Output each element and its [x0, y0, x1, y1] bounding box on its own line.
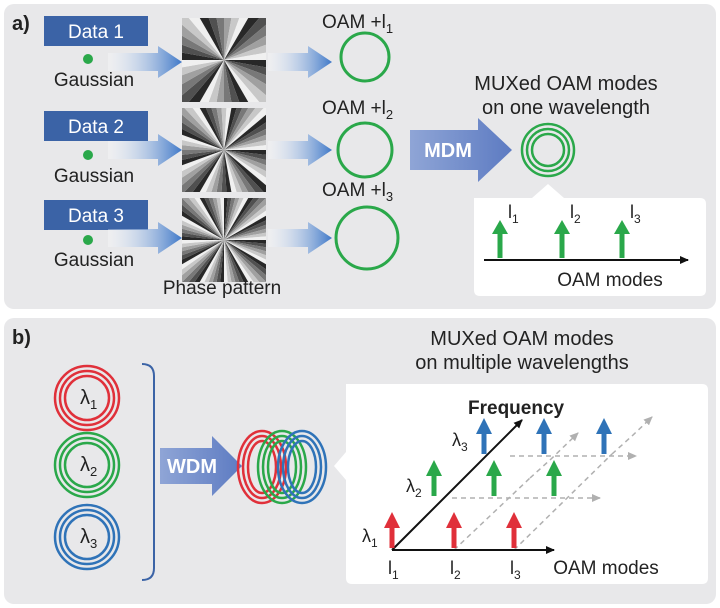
data-label: Data 1 [68, 22, 124, 43]
row-2: Data 2 Gaussian OAM +l2 [44, 98, 394, 192]
tick-label: l3 [630, 202, 641, 226]
oam-label: OAM +l2 [322, 98, 393, 122]
tick-label: l2 [570, 202, 581, 226]
title-a-line1: MUXed OAM modes [474, 73, 657, 95]
beam-arrow [108, 46, 182, 78]
title-a-line2: on one wavelength [482, 97, 650, 119]
green-mode-arrow [426, 460, 442, 496]
red-mode-arrow [384, 512, 400, 548]
lambda-ring-3 [53, 503, 121, 571]
wdm-label: WDM [167, 456, 217, 478]
l-axis-label: l3 [510, 558, 521, 582]
muxed-oam-rings [520, 122, 576, 178]
gaussian-dot [83, 235, 93, 245]
gaussian-dot [83, 150, 93, 160]
oam-label: OAM +l3 [322, 180, 393, 204]
title-b-line1: MUXed OAM modes [430, 328, 613, 350]
lambda-label: λ1 [80, 387, 97, 412]
oam-ring [336, 121, 394, 179]
beam-arrow [268, 134, 332, 166]
oam-spectrum-inset: l1 l2 l3 OAM modes [474, 184, 706, 296]
phase-pattern [182, 108, 266, 192]
phase-pattern [182, 18, 266, 102]
beam-arrow [108, 222, 182, 254]
source-label: Gaussian [54, 250, 134, 271]
wdm-arrow: WDM [160, 436, 242, 496]
oam-mode-arrow [492, 220, 508, 258]
green-mode-arrow [546, 460, 562, 496]
row-1: Data 1 Gaussian OAM +l1 [44, 12, 393, 102]
lambda-axis-label: λ1 [362, 526, 378, 550]
data-box [44, 111, 148, 141]
axis-label: OAM modes [557, 270, 663, 291]
oam-ring [334, 205, 400, 271]
beam-arrow [268, 46, 332, 78]
lambda-label: λ3 [80, 526, 97, 551]
lambda-label: λ2 [80, 454, 97, 479]
tick-label: l1 [508, 202, 519, 226]
red-mode-arrow [446, 512, 462, 548]
data-label: Data 3 [68, 206, 124, 227]
beam-arrow [108, 134, 182, 166]
oam-mode-arrow [614, 220, 630, 258]
green-mode-arrow [486, 460, 502, 496]
l-axis-label: l2 [450, 558, 461, 582]
data-box [44, 200, 148, 230]
mdm-arrow: MDM [410, 118, 512, 182]
oam-axis-label: OAM modes [553, 558, 659, 579]
lambda-ring-2 [53, 431, 121, 499]
data-label: Data 2 [68, 117, 124, 138]
blue-mode-arrow [536, 418, 552, 454]
oam-label: OAM +l1 [322, 12, 393, 36]
gaussian-dot [83, 54, 93, 64]
mdm-label: MDM [424, 140, 472, 162]
row-3: Data 3 Gaussian OAM +l3 [44, 180, 400, 282]
beam-arrow [268, 222, 332, 254]
red-mode-arrow [506, 512, 522, 548]
blue-mode-arrow [476, 418, 492, 454]
frequency-label: Frequency [468, 398, 565, 419]
oam-ring [339, 31, 391, 83]
data-box [44, 16, 148, 46]
panel-b-label: b) [12, 327, 31, 349]
muxed-wavelength-rings [236, 429, 328, 505]
source-label: Gaussian [54, 166, 134, 187]
oam-mode-arrow [554, 220, 570, 258]
lambda-axis-label: λ3 [452, 430, 468, 454]
title-b-line2: on multiple wavelengths [415, 352, 628, 374]
l-axis-label: l1 [388, 558, 399, 582]
panel-a-label: a) [12, 13, 30, 35]
lambda-ring-1 [53, 364, 121, 432]
bracket [141, 363, 155, 581]
phase-caption: Phase pattern [163, 278, 281, 299]
phase-pattern [182, 198, 266, 282]
wavelength-oam-inset: Frequency λ1 λ2 λ3 l1 l2 l3 OAM modes [334, 384, 708, 584]
blue-mode-arrow [596, 418, 612, 454]
lambda-axis-label: λ2 [406, 476, 422, 500]
source-label: Gaussian [54, 70, 134, 91]
